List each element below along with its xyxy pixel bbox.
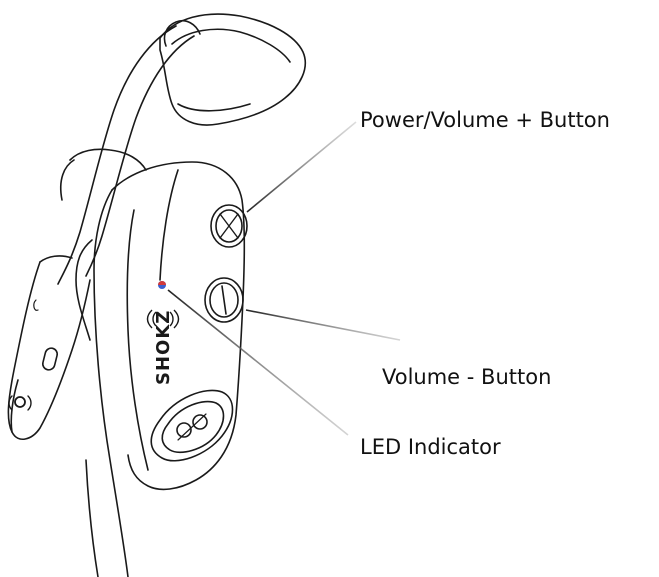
leader-power <box>247 122 356 212</box>
left-arm <box>8 256 90 439</box>
callout-volume-minus: Volume - Button <box>382 365 551 389</box>
leader-volume-minus <box>246 310 400 340</box>
ear-hook <box>58 26 194 284</box>
leader-lines <box>168 122 400 435</box>
shokz-logo: SHOKZ <box>153 310 174 385</box>
callout-led-indicator: LED Indicator <box>360 435 501 459</box>
brand-logo-text: SHOKZ <box>153 310 174 385</box>
led-indicator <box>158 281 166 289</box>
transducer-pad <box>160 14 305 125</box>
volume-minus-button[interactable] <box>205 278 243 322</box>
charging-port <box>151 390 232 460</box>
power-volume-plus-button[interactable] <box>211 205 247 247</box>
callout-power-volume-plus: Power/Volume + Button <box>360 108 610 132</box>
